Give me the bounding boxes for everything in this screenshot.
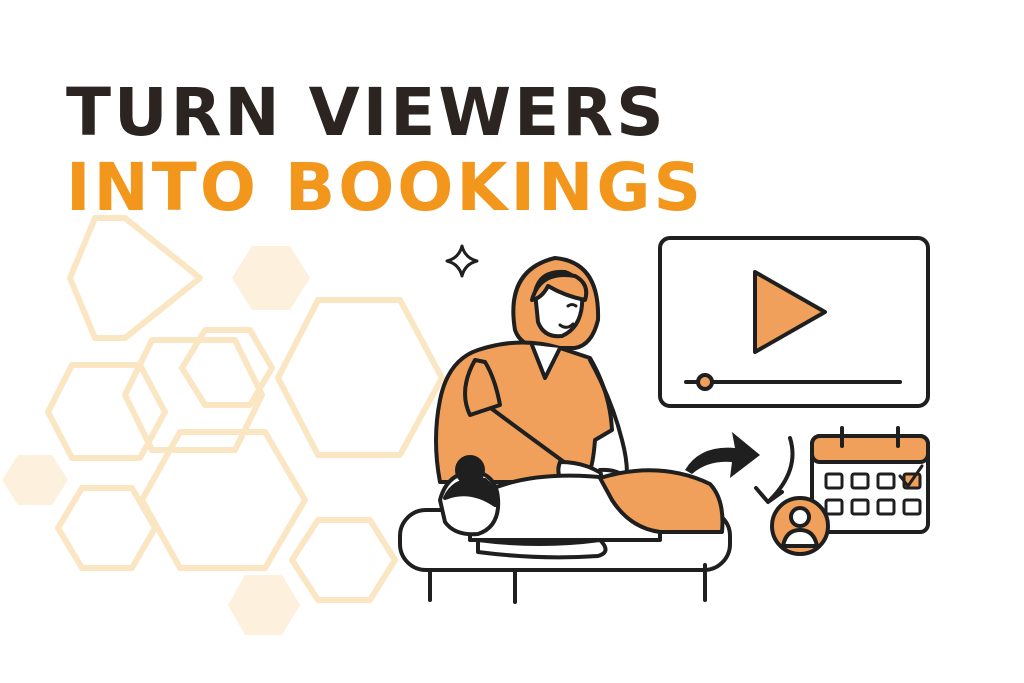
client [438, 455, 725, 560]
hexagon-outline [275, 297, 445, 458]
hexagon-outline [122, 337, 265, 453]
video-player-icon [658, 236, 930, 408]
headline-line-1: TURN VIEWERS [66, 74, 667, 151]
user-avatar-icon [770, 496, 830, 556]
progress-knob [696, 373, 714, 391]
hexagon-outline [289, 517, 398, 603]
hexagon-solid [2, 455, 68, 505]
curved-arrow-icon [685, 432, 760, 478]
calendar-icon [810, 426, 930, 534]
hexagon-solid [228, 575, 300, 635]
hexagon-solid [232, 246, 310, 310]
hexagon-outline [179, 327, 275, 408]
hexagon-outline [67, 215, 203, 341]
curved-arrow-icon [754, 436, 795, 504]
headline-line-2: INTO BOOKINGS [66, 149, 705, 226]
sparkle-icon [445, 244, 479, 278]
check-icon [898, 464, 924, 488]
play-icon [753, 270, 827, 354]
hexagon-outline [55, 485, 158, 571]
hexagon-outline [45, 362, 168, 461]
